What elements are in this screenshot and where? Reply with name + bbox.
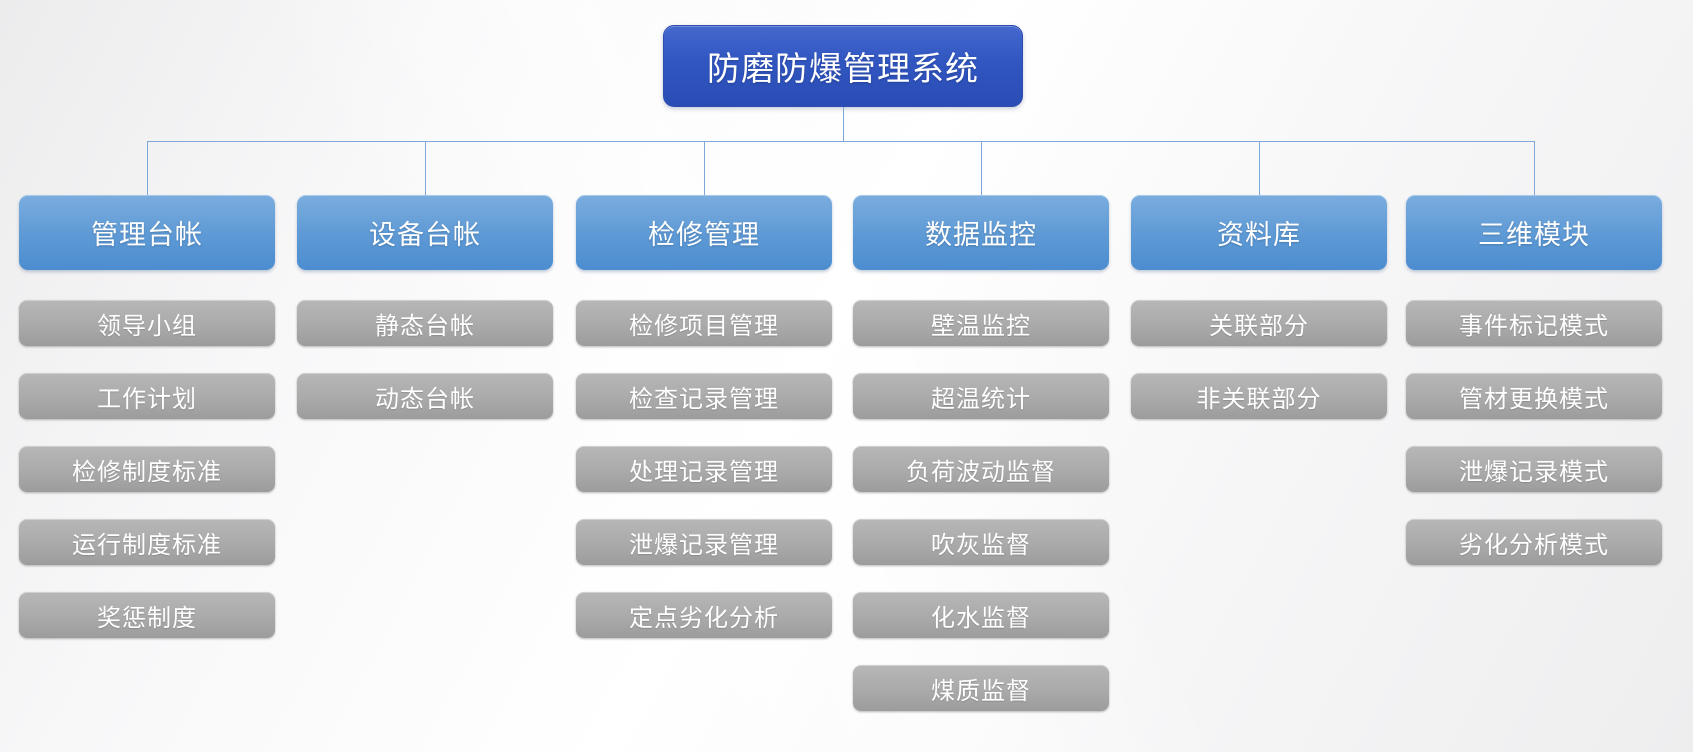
root-node-title: 防磨防爆管理系统: [663, 25, 1023, 107]
child-node: 壁温监控: [853, 300, 1109, 346]
connector-stub-col-6: [1534, 141, 1535, 195]
child-node: 奖惩制度: [19, 592, 275, 638]
branch-header-three-d-module: 三维模块: [1406, 195, 1662, 270]
child-node: 吹灰监督: [853, 519, 1109, 565]
child-node: 泄爆记录模式: [1406, 446, 1662, 492]
child-node: 煤质监督: [853, 665, 1109, 711]
child-node: 检修项目管理: [576, 300, 832, 346]
child-node: 事件标记模式: [1406, 300, 1662, 346]
branch-management-ledger: 管理台帐 领导小组 工作计划 检修制度标准 运行制度标准 奖惩制度: [19, 195, 275, 665]
child-node: 定点劣化分析: [576, 592, 832, 638]
branch-header-maintenance-management: 检修管理: [576, 195, 832, 270]
child-node: 超温统计: [853, 373, 1109, 419]
child-node: 动态台帐: [297, 373, 553, 419]
connector-stub-col-3: [704, 141, 705, 195]
connector-stub-col-5: [1259, 141, 1260, 195]
child-node: 非关联部分: [1131, 373, 1387, 419]
child-node: 泄爆记录管理: [576, 519, 832, 565]
child-node: 运行制度标准: [19, 519, 275, 565]
child-node: 工作计划: [19, 373, 275, 419]
connector-stub-col-4: [981, 141, 982, 195]
branch-data-monitoring: 数据监控 壁温监控 超温统计 负荷波动监督 吹灰监督 化水监督 煤质监督: [853, 195, 1109, 738]
child-node: 静态台帐: [297, 300, 553, 346]
branch-equipment-ledger: 设备台帐 静态台帐 动态台帐: [297, 195, 553, 446]
connector-stub-col-2: [425, 141, 426, 195]
child-node: 化水监督: [853, 592, 1109, 638]
child-node: 关联部分: [1131, 300, 1387, 346]
connector-horizontal-bus: [147, 141, 1534, 142]
child-node: 领导小组: [19, 300, 275, 346]
branch-header-data-monitoring: 数据监控: [853, 195, 1109, 270]
branch-three-d-module: 三维模块 事件标记模式 管材更换模式 泄爆记录模式 劣化分析模式: [1406, 195, 1662, 592]
branch-header-data-repository: 资料库: [1131, 195, 1387, 270]
child-node: 负荷波动监督: [853, 446, 1109, 492]
branch-data-repository: 资料库 关联部分 非关联部分: [1131, 195, 1387, 446]
child-node: 管材更换模式: [1406, 373, 1662, 419]
connector-root-stub: [843, 107, 844, 141]
child-node: 劣化分析模式: [1406, 519, 1662, 565]
connector-stub-col-1: [147, 141, 148, 195]
child-node: 检查记录管理: [576, 373, 832, 419]
branch-maintenance-management: 检修管理 检修项目管理 检查记录管理 处理记录管理 泄爆记录管理 定点劣化分析: [576, 195, 832, 665]
child-node: 处理记录管理: [576, 446, 832, 492]
branch-header-management-ledger: 管理台帐: [19, 195, 275, 270]
child-node: 检修制度标准: [19, 446, 275, 492]
branch-header-equipment-ledger: 设备台帐: [297, 195, 553, 270]
